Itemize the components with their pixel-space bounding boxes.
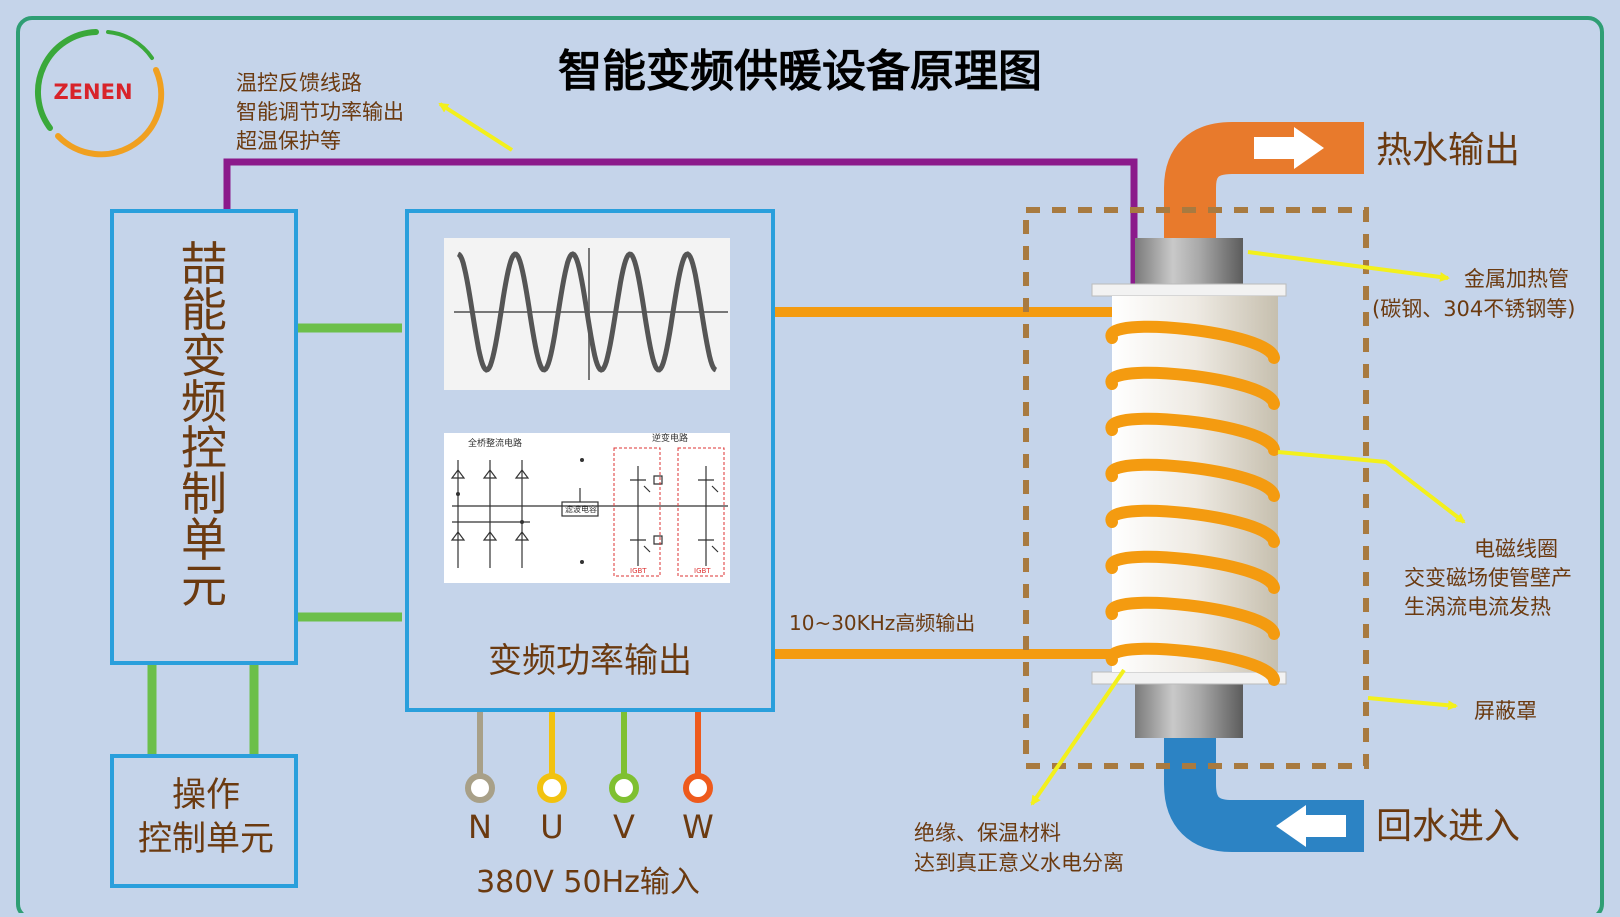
coil-turn — [1105, 596, 1280, 640]
terminal-label-V: V — [613, 808, 635, 846]
insulation-label-1: 绝缘、保温材料 — [914, 821, 1061, 845]
circuit-schematic: 全桥整流电路 逆变电路 滤波电容 IGBT IGBT — [444, 432, 730, 583]
hot-water-pipe — [1164, 122, 1364, 240]
svg-text:智能调节功率输出: 智能调节功率输出 — [236, 100, 404, 124]
hot-water-out-label: 热水输出 — [1376, 130, 1520, 171]
coil-turn — [1105, 412, 1280, 456]
rectifier-label: 全桥整流电路 — [468, 437, 522, 449]
logo-text: ZENEN — [53, 80, 132, 104]
terminal-W — [683, 773, 713, 803]
igbt-label-2: IGBT — [694, 567, 711, 575]
operation-unit-line2: 控制单元 — [138, 819, 274, 859]
operation-unit-box — [110, 754, 298, 888]
terminal-label-U: U — [540, 808, 563, 846]
terminal-label-N: N — [468, 808, 492, 846]
coil-turn — [1105, 642, 1280, 686]
feedback-note: 温控反馈线路 智能调节功率输出 超温保护等 — [236, 71, 404, 153]
control-unit-label: 喆能变频控制单元 — [181, 237, 227, 613]
terminal-U — [537, 773, 567, 803]
coil-label-3: 生涡流电流发热 — [1404, 595, 1551, 619]
outer-frame — [16, 16, 1604, 917]
input-label: 380V 50Hz输入 — [476, 865, 700, 900]
return-water-pipe — [1164, 735, 1364, 852]
operation-unit-line1: 操作 — [172, 775, 240, 815]
heating-tube-label-2: (碳钢、304不锈钢等) — [1372, 297, 1575, 321]
page-title: 智能变频供暖设备原理图 — [558, 46, 1042, 97]
terminal-N — [465, 773, 495, 803]
igbt-label-1: IGBT — [630, 567, 647, 575]
heating-tube-label-1: 金属加热管 — [1464, 267, 1569, 291]
terminal-label-W: W — [682, 808, 714, 846]
return-water-in-label: 回水进入 — [1376, 806, 1520, 847]
coil-turn — [1105, 504, 1280, 548]
feedback-pointer — [438, 102, 514, 152]
coil-turn — [1105, 458, 1280, 502]
insulation-label-2: 达到真正意义水电分离 — [914, 851, 1124, 875]
inverter-label: 逆变电路 — [652, 432, 688, 444]
hot-water-arrow — [1254, 127, 1324, 169]
coil-pointer — [1277, 450, 1466, 524]
zenen-logo: ZENEN — [34, 29, 165, 158]
coil-turn — [1105, 320, 1280, 364]
return-water-arrow — [1276, 805, 1346, 847]
power-output-label: 变频功率输出 — [488, 641, 692, 681]
sine-wave — [456, 251, 718, 373]
shield-pointer — [1367, 696, 1458, 711]
insulation-pointer — [1030, 668, 1126, 806]
terminal-V — [609, 773, 639, 803]
hf-output-label: 10~30KHz高频输出 — [789, 611, 975, 635]
control-unit-box — [110, 209, 298, 665]
input-terminals: N U V W — [465, 712, 714, 846]
coil-turn — [1105, 366, 1280, 410]
heating-tube-pointer — [1247, 250, 1450, 282]
waveform-panel — [444, 238, 730, 390]
shield-label: 屏蔽罩 — [1474, 699, 1537, 723]
shield-enclosure — [1023, 207, 1369, 769]
feedback-wire — [223, 158, 1138, 284]
coil-turn — [1105, 550, 1280, 594]
electromagnetic-coil — [1105, 320, 1280, 686]
coil-label-1: 电磁线圈 — [1474, 537, 1558, 561]
svg-text:温控反馈线路: 温控反馈线路 — [236, 71, 362, 95]
coil-label-2: 交变磁场使管壁产 — [1404, 566, 1572, 590]
filter-label: 滤波电容 — [565, 504, 597, 514]
svg-text:超温保护等: 超温保护等 — [236, 129, 341, 153]
